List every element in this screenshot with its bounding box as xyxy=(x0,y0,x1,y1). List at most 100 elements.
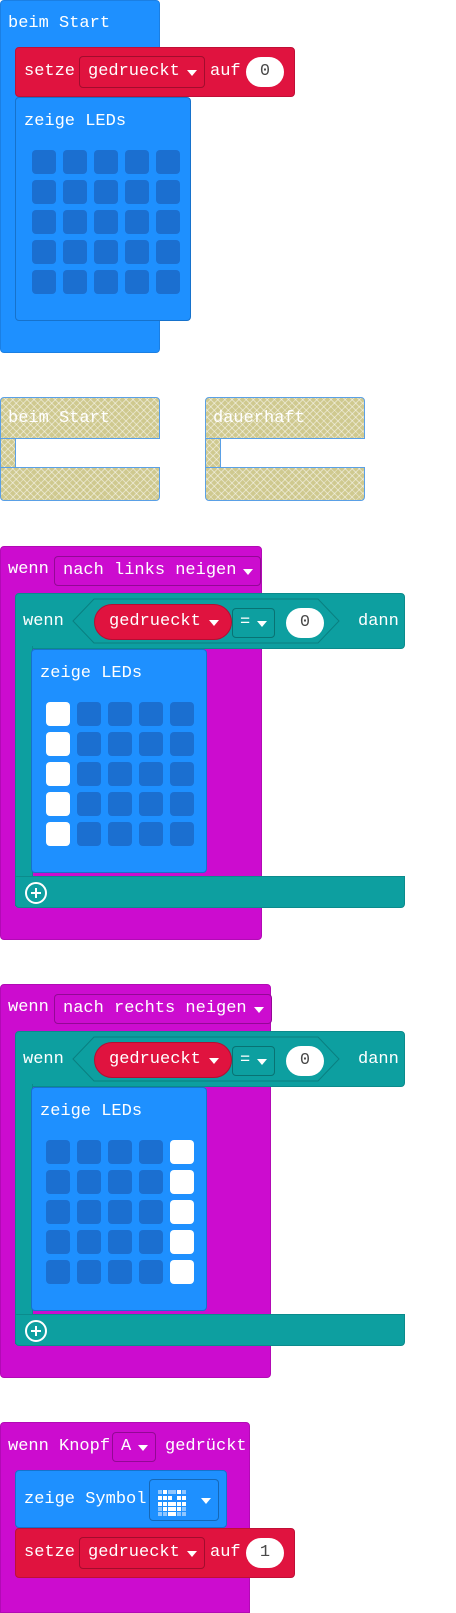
led-cell[interactable] xyxy=(94,210,118,234)
led-cell[interactable] xyxy=(94,240,118,264)
led-cell[interactable] xyxy=(46,702,70,726)
variable-reporter[interactable]: gedrueckt xyxy=(94,1042,232,1078)
led-cell[interactable] xyxy=(63,180,87,204)
led-cell[interactable] xyxy=(46,732,70,756)
led-cell[interactable] xyxy=(32,240,56,264)
led-cell[interactable] xyxy=(170,1200,194,1224)
led-cell[interactable] xyxy=(46,1200,70,1224)
variable-dropdown[interactable]: gedrueckt xyxy=(79,56,205,88)
led-cell[interactable] xyxy=(139,702,163,726)
operator-dropdown[interactable]: = xyxy=(232,1046,276,1076)
gesture-dropdown[interactable]: nach links neigen xyxy=(54,556,262,586)
led-cell[interactable] xyxy=(77,1230,101,1254)
add-else-icon[interactable] xyxy=(25,1320,47,1342)
led-cell[interactable] xyxy=(94,150,118,174)
led-cell[interactable] xyxy=(139,792,163,816)
led-cell[interactable] xyxy=(125,240,149,264)
led-cell[interactable] xyxy=(108,792,132,816)
led-cell[interactable] xyxy=(46,1140,70,1164)
show-leds-block[interactable]: zeige LEDs xyxy=(31,649,207,873)
on-gesture-left-block[interactable]: wenn nach links neigen wenn dann gedruec… xyxy=(0,546,406,940)
led-cell[interactable] xyxy=(46,1260,70,1284)
led-cell[interactable] xyxy=(170,822,194,846)
variable-dropdown[interactable]: gedrueckt xyxy=(79,1537,205,1569)
led-cell[interactable] xyxy=(108,702,132,726)
led-cell[interactable] xyxy=(170,732,194,756)
set-variable-block[interactable]: setze gedrueckt auf 1 xyxy=(15,1528,295,1578)
set-variable-block[interactable]: setze gedrueckt auf 0 xyxy=(15,47,295,97)
led-cell[interactable] xyxy=(108,1230,132,1254)
value-input[interactable]: 1 xyxy=(246,1538,284,1568)
led-grid[interactable] xyxy=(46,702,206,862)
led-cell[interactable] xyxy=(125,180,149,204)
led-cell[interactable] xyxy=(170,762,194,786)
on-start-block[interactable]: beim Start setze gedrueckt auf 0 zeige L… xyxy=(0,0,295,353)
led-cell[interactable] xyxy=(77,792,101,816)
led-cell[interactable] xyxy=(46,1230,70,1254)
if-block-footer[interactable] xyxy=(15,1314,405,1346)
led-cell[interactable] xyxy=(125,270,149,294)
led-grid[interactable] xyxy=(32,150,192,310)
led-cell[interactable] xyxy=(139,1260,163,1284)
led-cell[interactable] xyxy=(125,150,149,174)
show-leds-block[interactable]: zeige LEDs xyxy=(31,1087,207,1311)
led-cell[interactable] xyxy=(170,792,194,816)
on-button-pressed-block[interactable]: wenn Knopf A gedrückt zeige Symbol xyxy=(0,1422,300,1613)
led-cell[interactable] xyxy=(46,1170,70,1194)
led-cell[interactable] xyxy=(108,732,132,756)
led-cell[interactable] xyxy=(77,732,101,756)
if-block-footer[interactable] xyxy=(15,876,405,908)
led-cell[interactable] xyxy=(108,1200,132,1224)
led-cell[interactable] xyxy=(32,150,56,174)
led-cell[interactable] xyxy=(156,270,180,294)
led-cell[interactable] xyxy=(108,822,132,846)
led-cell[interactable] xyxy=(139,1140,163,1164)
led-cell[interactable] xyxy=(77,1170,101,1194)
led-cell[interactable] xyxy=(170,1170,194,1194)
led-cell[interactable] xyxy=(77,1200,101,1224)
variable-reporter[interactable]: gedrueckt xyxy=(94,604,232,640)
led-cell[interactable] xyxy=(170,1260,194,1284)
led-cell[interactable] xyxy=(139,822,163,846)
led-cell[interactable] xyxy=(94,180,118,204)
led-cell[interactable] xyxy=(170,1140,194,1164)
led-cell[interactable] xyxy=(77,822,101,846)
disabled-forever-block[interactable]: dauerhaft xyxy=(205,397,365,501)
led-cell[interactable] xyxy=(139,1230,163,1254)
led-cell[interactable] xyxy=(139,732,163,756)
button-dropdown[interactable]: A xyxy=(112,1432,157,1462)
gesture-dropdown[interactable]: nach rechts neigen xyxy=(54,994,272,1024)
led-cell[interactable] xyxy=(156,210,180,234)
led-cell[interactable] xyxy=(94,270,118,294)
led-cell[interactable] xyxy=(77,762,101,786)
led-grid[interactable] xyxy=(46,1140,206,1300)
compare-value-input[interactable]: 0 xyxy=(286,608,324,638)
led-cell[interactable] xyxy=(139,762,163,786)
show-leds-block[interactable]: zeige LEDs xyxy=(15,97,191,321)
led-cell[interactable] xyxy=(108,1260,132,1284)
led-cell[interactable] xyxy=(63,270,87,294)
led-cell[interactable] xyxy=(46,762,70,786)
led-cell[interactable] xyxy=(108,1170,132,1194)
led-cell[interactable] xyxy=(108,1140,132,1164)
add-else-icon[interactable] xyxy=(25,882,47,904)
icon-dropdown[interactable] xyxy=(149,1479,219,1521)
compare-value-input[interactable]: 0 xyxy=(286,1046,324,1076)
disabled-on-start-block[interactable]: beim Start xyxy=(0,397,160,501)
show-icon-block[interactable]: zeige Symbol xyxy=(15,1470,227,1528)
led-cell[interactable] xyxy=(63,210,87,234)
led-cell[interactable] xyxy=(139,1170,163,1194)
led-cell[interactable] xyxy=(32,270,56,294)
led-cell[interactable] xyxy=(63,240,87,264)
led-cell[interactable] xyxy=(139,1200,163,1224)
operator-dropdown[interactable]: = xyxy=(232,608,276,638)
led-cell[interactable] xyxy=(170,1230,194,1254)
led-cell[interactable] xyxy=(156,180,180,204)
led-cell[interactable] xyxy=(77,1260,101,1284)
led-cell[interactable] xyxy=(46,822,70,846)
led-cell[interactable] xyxy=(156,240,180,264)
led-cell[interactable] xyxy=(156,150,180,174)
led-cell[interactable] xyxy=(108,762,132,786)
led-cell[interactable] xyxy=(170,702,194,726)
value-input[interactable]: 0 xyxy=(246,57,284,87)
